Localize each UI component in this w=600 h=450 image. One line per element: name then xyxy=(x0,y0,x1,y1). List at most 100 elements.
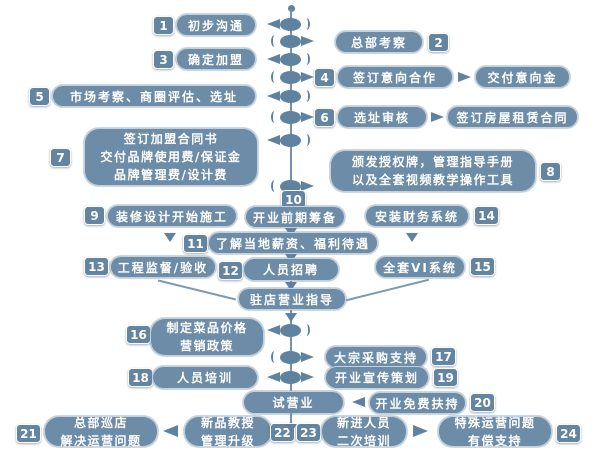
step6-badge: 6 xyxy=(314,108,335,127)
step7-box: 签订加盟合同书 交付品牌使用费/保证金 品牌管理费/设计费 xyxy=(84,128,258,186)
connector-diagonal-left xyxy=(157,279,237,301)
right-arrow-icon xyxy=(413,425,428,437)
step16-line1: 制定菜品价格 xyxy=(166,321,248,335)
timeline-node-3 xyxy=(261,52,321,66)
step4-badge: 4 xyxy=(314,68,335,87)
bracket-left-icon xyxy=(271,71,278,83)
step11-badge: 11 xyxy=(183,234,208,253)
timeline-node-18-19 xyxy=(261,370,321,384)
timeline-dot xyxy=(280,70,301,84)
step11-box: 了解当地薪资、福利待遇 xyxy=(208,232,378,254)
bracket-right-icon xyxy=(303,53,310,65)
left-arrow-icon xyxy=(267,135,280,145)
left-arrow-icon xyxy=(267,54,280,64)
left-arrow-icon xyxy=(267,372,280,382)
step23-box: 新进人员 二次培训 xyxy=(321,416,407,448)
step3-badge: 3 xyxy=(153,50,174,69)
step21-line1: 总部巡店 xyxy=(73,415,128,430)
down-arrow-icon xyxy=(406,233,418,242)
right-arrow-icon xyxy=(301,72,314,82)
timeline-dot xyxy=(280,370,301,384)
bracket-right-icon xyxy=(303,90,310,102)
left-arrow-icon xyxy=(267,19,280,29)
step2-box: 总部考察 xyxy=(335,31,423,53)
trial-box: 试营业 xyxy=(243,391,344,414)
bracket-left-icon xyxy=(271,111,278,123)
down-arrow-icon xyxy=(285,313,297,322)
step12-badge: 12 xyxy=(218,261,243,280)
step10-box: 开业前期筹备 xyxy=(245,206,345,228)
timeline-dot xyxy=(280,323,301,337)
timeline-node-6 xyxy=(261,110,321,124)
step8-badge: 8 xyxy=(540,162,561,181)
bracket-left-icon xyxy=(271,351,278,363)
step17-badge: 17 xyxy=(431,347,456,366)
step4-box: 签订意向合作 xyxy=(337,66,453,88)
left-arrow-icon xyxy=(352,397,365,407)
timeline-node-16 xyxy=(261,323,321,337)
down-arrow-icon xyxy=(285,282,297,291)
left-arrow-icon xyxy=(163,425,178,437)
step9-box: 装修设计开始施工 xyxy=(107,205,237,227)
step16-badge: 16 xyxy=(126,325,151,344)
step14-box: 安装财务系统 xyxy=(365,205,469,227)
step8-line2: 以及全套视频教学操作工具 xyxy=(351,173,514,187)
timeline-dot xyxy=(280,133,301,147)
step24-line1: 特殊运营问题 xyxy=(454,415,536,430)
step5-badge: 5 xyxy=(29,87,50,106)
step20-badge: 20 xyxy=(470,393,495,412)
timeline-node-7 xyxy=(261,133,321,147)
step21-line2: 解决运营问题 xyxy=(60,433,142,448)
step3-box: 确定加盟 xyxy=(176,48,256,70)
timeline-node-4 xyxy=(261,70,321,84)
step23-badge: 23 xyxy=(296,423,321,442)
step17-box: 大宗采购支持 xyxy=(325,346,427,368)
trial-down-connector xyxy=(290,412,292,424)
step7-badge: 7 xyxy=(50,148,71,167)
step14-badge: 14 xyxy=(474,206,499,225)
step21-badge: 21 xyxy=(16,424,41,443)
step24-line2: 有偿支持 xyxy=(467,433,522,448)
step24-box: 特殊运营问题 有偿支持 xyxy=(438,415,552,448)
step18-badge: 18 xyxy=(128,368,153,387)
step7-line1: 签订加盟合同书 xyxy=(123,132,219,146)
timeline-node-2 xyxy=(261,34,321,48)
step20-box: 开业免费扶持 xyxy=(369,392,466,414)
timeline-node-5 xyxy=(261,89,321,103)
step24-badge: 24 xyxy=(556,424,581,443)
right-arrow-icon xyxy=(301,352,314,362)
step22-box: 新品教授 管理升级 xyxy=(184,416,272,448)
step7-line3: 品牌管理费/设计费 xyxy=(114,168,228,182)
bracket-right-icon xyxy=(303,134,310,146)
step4b-box: 交付意向金 xyxy=(475,66,570,88)
bracket-right-icon xyxy=(303,324,310,336)
step12-box: 人员招聘 xyxy=(243,258,339,281)
timeline-node-1 xyxy=(261,17,321,31)
step18-box: 人员培训 xyxy=(152,366,258,389)
bracket-right-icon xyxy=(303,18,310,30)
step22-line2: 管理升级 xyxy=(200,433,255,448)
left-arrow-icon xyxy=(267,91,280,101)
timeline-start-dot xyxy=(288,5,295,12)
timeline-dot xyxy=(280,34,301,48)
step6-box: 选址审核 xyxy=(337,106,427,128)
bracket-left-icon xyxy=(271,180,278,192)
timeline-node-17 xyxy=(261,350,321,364)
timeline-dot xyxy=(280,89,301,103)
left-arrow-icon xyxy=(267,325,280,335)
timeline-dot xyxy=(280,179,301,193)
step21-box: 总部巡店 解决运营问题 xyxy=(44,415,158,448)
step8-line1: 颁发授权牌，管理指导手册 xyxy=(351,155,514,169)
guide-box: 驻店营业指导 xyxy=(238,288,346,310)
right-arrow-icon xyxy=(301,181,314,191)
step13-box: 工程监督/验收 xyxy=(110,256,216,278)
step23-line2: 二次培训 xyxy=(336,433,391,448)
step5-box: 市场考察、商圈评估、选址 xyxy=(52,85,256,107)
right-arrow-icon xyxy=(301,372,314,382)
step15-badge: 15 xyxy=(470,257,495,276)
step16-line2: 营销政策 xyxy=(179,339,234,353)
step19-box: 开业宣传策划 xyxy=(325,366,429,389)
connector-diagonal-right xyxy=(346,278,429,302)
step15-box: 全套VI系统 xyxy=(375,256,465,278)
down-arrow-icon xyxy=(164,233,176,242)
